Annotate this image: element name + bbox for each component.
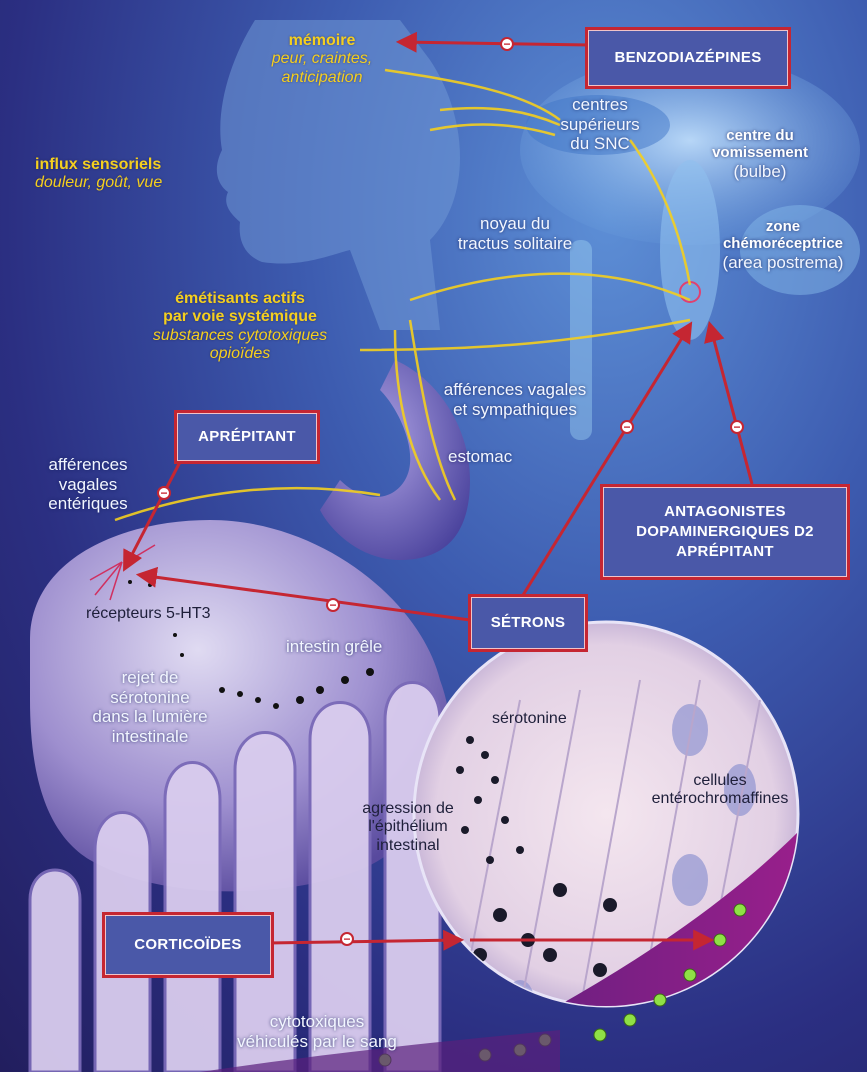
afferences-enteriques-line2: vagales	[28, 475, 148, 495]
memoire-label: mémoire peur, craintes, anticipation	[252, 32, 392, 87]
rejet-line1: rejet de	[70, 668, 230, 688]
zone-line3: (area postrema)	[706, 253, 860, 273]
arrow-benzo-memoire	[400, 42, 590, 45]
vomissement-line3: (bulbe)	[690, 162, 830, 182]
inhibition-marker-setrons-ctz: −	[620, 420, 634, 434]
noyau-label: noyau du tractus solitaire	[440, 214, 590, 253]
corticoides-box: CORTICOÏDES	[102, 912, 274, 978]
afferences-vagales-line1: afférences vagales	[430, 380, 600, 400]
inhibition-marker-aprepitant: −	[157, 486, 171, 500]
memoire-line1: peur, craintes,	[252, 50, 392, 68]
antagonistes-line3: APRÉPITANT	[676, 542, 774, 562]
rejet-label: rejet de sérotonine dans la lumière inte…	[70, 668, 230, 746]
benzodiazepines-label: BENZODIAZÉPINES	[614, 48, 761, 68]
arrow-d2-ctz	[710, 325, 752, 484]
emetisants-line4: opioïdes	[115, 345, 365, 363]
rejet-line2: sérotonine	[70, 688, 230, 708]
emetisants-label: émétisants actifs par voie systémique su…	[115, 290, 365, 364]
afferences-vagales-label: afférences vagales et sympathiques	[430, 380, 600, 419]
noyau-line2: tractus solitaire	[440, 234, 590, 254]
agression-label: agression de l'épithélium intestinal	[338, 800, 478, 855]
aprepitant-label: APRÉPITANT	[198, 427, 296, 447]
setrons-label: SÉTRONS	[491, 613, 566, 633]
memoire-title: mémoire	[252, 32, 392, 50]
inhibition-marker-corticoides: −	[340, 932, 354, 946]
antagonistes-line1: ANTAGONISTES	[664, 502, 786, 522]
memoire-line2: anticipation	[252, 69, 392, 87]
cellules-line2: entérochromaffines	[640, 790, 800, 808]
intestin-label: intestin grêle	[286, 637, 382, 657]
zone-label: zone chémoréceptrice (area postrema)	[706, 218, 860, 272]
setrons-box: SÉTRONS	[468, 594, 588, 652]
serotonine-label: sérotonine	[492, 710, 567, 728]
cellules-label: cellules entérochromaffines	[640, 772, 800, 809]
centres-line1: centres	[545, 95, 655, 115]
influx-label: influx sensoriels douleur, goût, vue	[35, 156, 162, 193]
centres-label: centres supérieurs du SNC	[545, 95, 655, 154]
recepteurs-label: récepteurs 5-HT3	[86, 605, 211, 623]
centres-line3: du SNC	[545, 134, 655, 154]
afferences-enteriques-label: afférences vagales entériques	[28, 455, 148, 514]
estomac-label: estomac	[448, 447, 512, 467]
aprepitant-box: APRÉPITANT	[174, 410, 320, 464]
vomissement-line1: centre du	[690, 127, 830, 144]
antagonistes-box: ANTAGONISTES DOPAMINERGIQUES D2 APRÉPITA…	[600, 484, 850, 580]
corticoides-label: CORTICOÏDES	[134, 935, 241, 955]
agression-line2: l'épithélium	[338, 818, 478, 836]
noyau-line1: noyau du	[440, 214, 590, 234]
cytotoxiques-label: cytotoxiques véhiculés par le sang	[212, 1012, 422, 1051]
emetisants-line3: substances cytotoxiques	[115, 327, 365, 345]
benzodiazepines-box: BENZODIAZÉPINES	[585, 27, 791, 89]
inhibition-marker-setrons-receptors: −	[326, 598, 340, 612]
cellules-line1: cellules	[640, 772, 800, 790]
zone-line2: chémoréceptrice	[706, 235, 860, 252]
inhibition-marker-benzo: −	[500, 37, 514, 51]
influx-title: influx sensoriels	[35, 156, 162, 174]
cytotoxiques-line1: cytotoxiques	[212, 1012, 422, 1032]
afferences-enteriques-line1: afférences	[28, 455, 148, 475]
inhibition-marker-d2: −	[730, 420, 744, 434]
rejet-line3: dans la lumière	[70, 707, 230, 727]
emetisants-line2: par voie systémique	[115, 308, 365, 326]
afferences-enteriques-line3: entériques	[28, 494, 148, 514]
antagonistes-line2: DOPAMINERGIQUES D2	[636, 522, 814, 542]
vomissement-line2: vomissement	[690, 144, 830, 161]
afferences-vagales-line2: et sympathiques	[430, 400, 600, 420]
emetisants-line1: émétisants actifs	[115, 290, 365, 308]
rejet-line4: intestinale	[70, 727, 230, 747]
vomissement-label: centre du vomissement (bulbe)	[690, 127, 830, 181]
agression-line1: agression de	[338, 800, 478, 818]
cytotoxiques-line2: véhiculés par le sang	[212, 1032, 422, 1052]
agression-line3: intestinal	[338, 837, 478, 855]
centres-line2: supérieurs	[545, 115, 655, 135]
influx-line1: douleur, goût, vue	[35, 174, 162, 192]
zone-line1: zone	[706, 218, 860, 235]
